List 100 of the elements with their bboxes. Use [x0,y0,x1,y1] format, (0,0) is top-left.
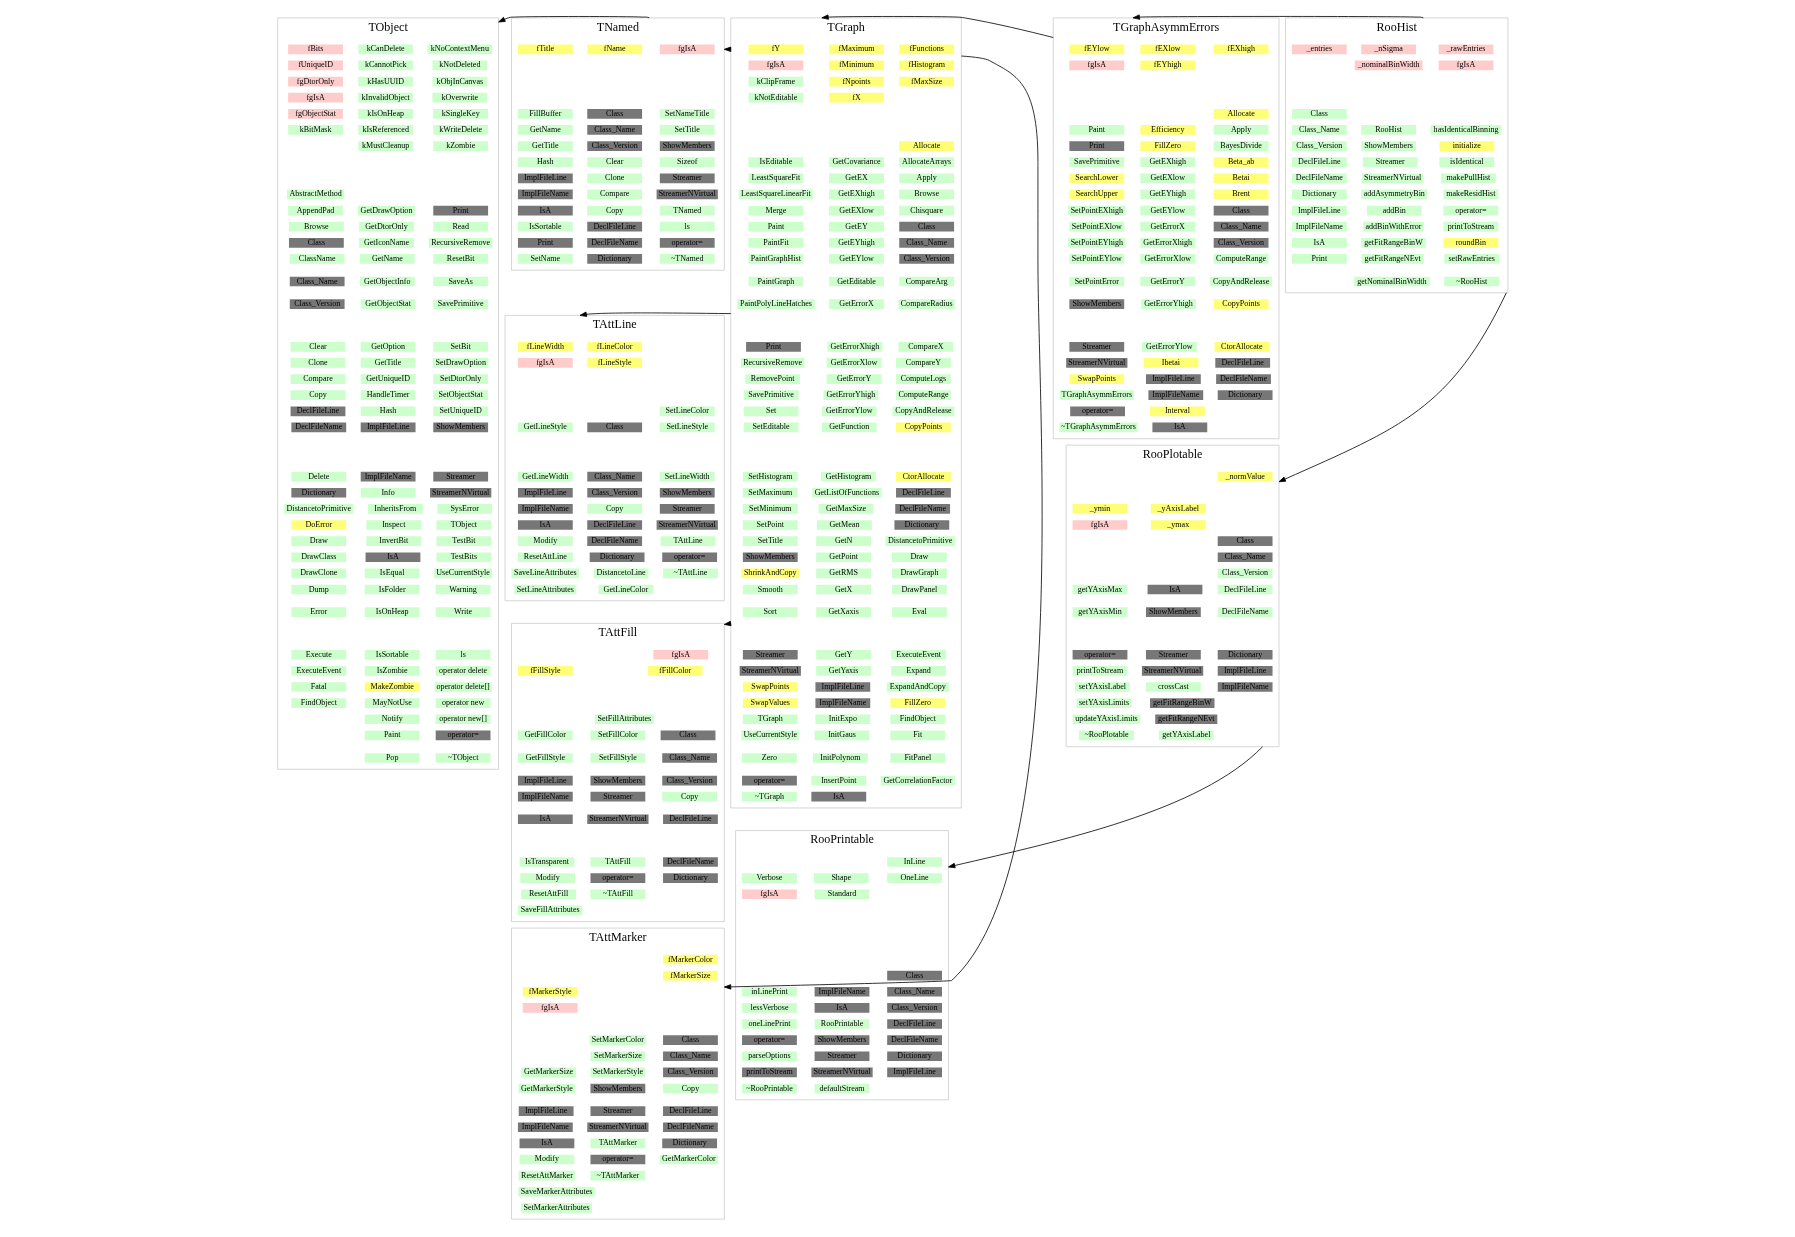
node-box: GetErrorYlow [1141,341,1197,352]
node-box: ResetAttLine [517,552,573,563]
node-box: ImplFileName [517,791,573,802]
node-box: InsertPoint [811,775,867,786]
node-box: IsA [517,520,573,530]
node-box: Class_Version [1291,141,1347,151]
node-box: fgIsA [522,1003,578,1013]
node-box: Modify [517,536,573,546]
node-box: Copy [587,205,643,216]
node-box: ImplFileLine [887,1067,942,1078]
node-box: PaintFit [748,237,804,248]
node-box: ~TNamed [659,254,715,264]
node-box: Delete [291,471,347,482]
node-box: fLineColor [587,341,643,352]
arrow [821,14,1054,38]
node-box: ~TAttMarker [590,1170,646,1181]
node-box: SetBit [433,341,489,352]
node-box: kHasUUID [358,76,414,87]
node-box: GetEY [829,221,884,232]
node-box: Dictionary [894,520,950,530]
node-box: IsA [1147,584,1203,595]
node-box: Class_Name [663,1051,718,1062]
node-box: DistancetoLine [593,568,649,579]
node-box: SaveMarkerAttributes [518,1186,595,1197]
node-box: fgIsA [1438,60,1494,71]
node-box: IsSortable [364,649,420,660]
node-box: BayesDivide [1213,141,1269,151]
node-box: Copy [663,1083,718,1094]
node-box: DeclFileName [663,1122,718,1133]
node-box: GetEYlow [1140,205,1196,216]
node-box: DeclFileLine [887,1019,942,1029]
node-box: GetX [816,584,872,595]
node-box: Eval [892,607,947,617]
node-box: MakeZombie [364,682,420,692]
node-box: addAsymmetryBin [1361,189,1428,200]
node-box: IsTransparent [519,857,575,867]
node-box: GetErrorXhigh [827,341,883,352]
node-box: SetEditable [743,422,799,433]
node-box: SetTitle [742,536,798,546]
node-box: Clone [290,358,346,368]
node-box: GetMarkerSize [521,1067,576,1078]
node-box: kOverwrite [432,92,488,103]
node-box: SetMarkerSize [590,1051,646,1062]
node-box: UseCurrentStyle [741,730,800,741]
node-box: Class [587,108,643,119]
node-box: RemovePoint [745,374,801,384]
node-box: TestBit [436,536,492,546]
node-box: Betai [1213,173,1269,184]
node-box: Fatal [291,682,347,692]
node-box: DrawPanel [892,584,947,595]
node-box: GetName [359,254,415,264]
node-box: IsA [811,791,867,802]
node-box: AbstractMethod [286,189,345,200]
node-box: ExpandAndCopy [886,682,949,692]
node-box: TObject [436,520,492,530]
node-box: fMarkerStyle [522,986,578,997]
node-box: ImplFileLine [360,422,416,433]
node-box: Class_Name [662,753,718,763]
node-box: Class [899,221,955,232]
node-box: printToStream [742,1067,797,1078]
node-box: SwapValues [742,698,798,708]
node-box: Fit [890,730,946,741]
node-box: Draw [291,536,347,546]
node-box: StreamerNVirtual [811,1067,873,1078]
node-box: SetUniqueID [433,406,489,417]
node-box: IsA [814,1003,870,1013]
node-box: CopyPoints [896,422,951,433]
node-box: GetEYlow [829,254,884,264]
node-box: DeclFileName [1216,374,1271,384]
node-box: GetErrorY [1140,276,1196,287]
node-box: SaveFillAttributes [517,905,583,916]
node-box: CopyPoints [1213,299,1269,309]
node-box: DeclFileLine [1291,157,1347,167]
node-box: fMinimum [829,60,884,71]
node-box: SetLineAttributes [514,584,577,595]
node-box: InitExpo [815,714,871,725]
node-box: DeclFileName [587,237,643,248]
node-box: Print [433,205,489,216]
node-box: SetTitle [659,125,715,135]
node-box: isIdentical [1439,157,1495,167]
node-box: DeclFileLine [290,406,346,417]
node-box: Class [288,237,344,248]
node-box: GetName [517,125,573,135]
node-box: IsEqual [364,568,420,579]
node-box: ImplFileLine [518,1106,574,1116]
node-box: Streamer [814,1051,870,1062]
node-box: ImplFileName [360,471,416,482]
node-box: Copy [290,390,346,400]
node-box: fEXhigh [1213,44,1269,55]
node-box: Class_Name [1213,221,1269,232]
node-box: setYAxisLabel [1075,682,1130,692]
node-box: makeResidHist [1443,189,1499,200]
node-box: SavePrimitive [433,299,489,309]
node-box: fFunctions [899,44,955,55]
node-box: Modify [520,873,576,883]
node-box: Class_Name [1217,552,1273,563]
node-box: ShowMembers [1069,299,1125,309]
node-box: InheritsFrom [367,504,423,514]
node-box: kSingleKey [433,108,489,119]
node-box: ExecuteEvent [291,666,347,676]
